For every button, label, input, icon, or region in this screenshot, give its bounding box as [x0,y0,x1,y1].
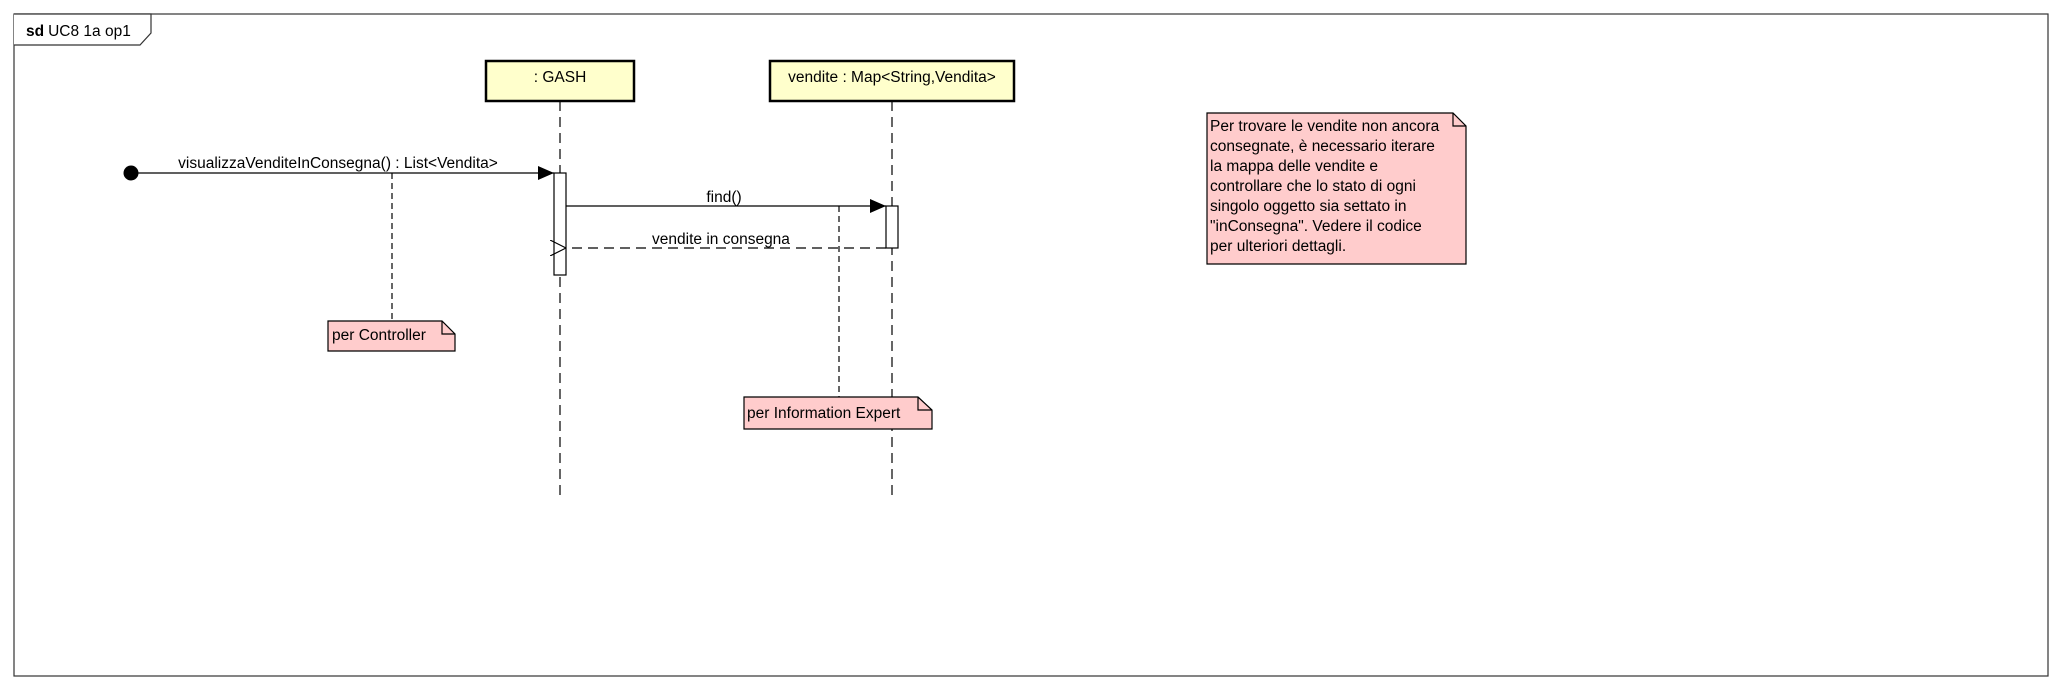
note-explanation: Per trovare le vendite non ancora conseg… [1206,112,1467,265]
message-label-find: find() [706,189,741,206]
note-shape-controller [327,320,456,352]
message-label-return: vendite in consegna [652,231,790,248]
lifeline-gash: : GASH [484,59,636,103]
lifeline-head-vendite [768,59,1016,103]
note-line: consegnate, è necessario iterare [1210,138,1435,155]
sequence-frame [13,13,2049,677]
note-line: Per trovare le vendite non ancora [1210,118,1440,135]
note-shape-explanation [1206,112,1467,265]
activation-bar-vendite [885,205,899,249]
note-line: la mappa delle vendite e [1210,158,1378,175]
lifeline-label-vendite: vendite : Map<String,Vendita> [788,69,996,86]
lifeline-label-gash: : GASH [534,69,587,86]
note-information-expert: per Information Expert [743,396,933,430]
note-fold-information-expert [917,397,932,411]
frame-keyword: sd [26,23,44,40]
note-shape-information-expert [743,396,933,430]
note-fold-controller [441,321,455,335]
note-line: controllare che lo stato di ogni [1210,178,1416,195]
frame-name: UC8 1a op1 [48,23,131,40]
note-text-controller: per Controller [332,327,426,344]
activation-bar-gash [553,172,567,276]
note-line: singolo oggetto sia settato in [1210,198,1406,215]
lifeline-head-gash [484,59,636,103]
note-line: "inConsegna". Vedere il codice [1210,218,1422,235]
note-fold-explanation [1452,113,1466,127]
note-controller: per Controller [327,320,456,352]
message-label-visualizza: visualizzaVenditeInConsegna() : List<Ven… [178,155,498,172]
frame-tab [14,13,152,46]
lifeline-vendite: vendite : Map<String,Vendita> [768,59,1016,103]
note-line: per ulteriori dettagli. [1210,238,1346,255]
note-text-information-expert: per Information Expert [747,405,901,422]
